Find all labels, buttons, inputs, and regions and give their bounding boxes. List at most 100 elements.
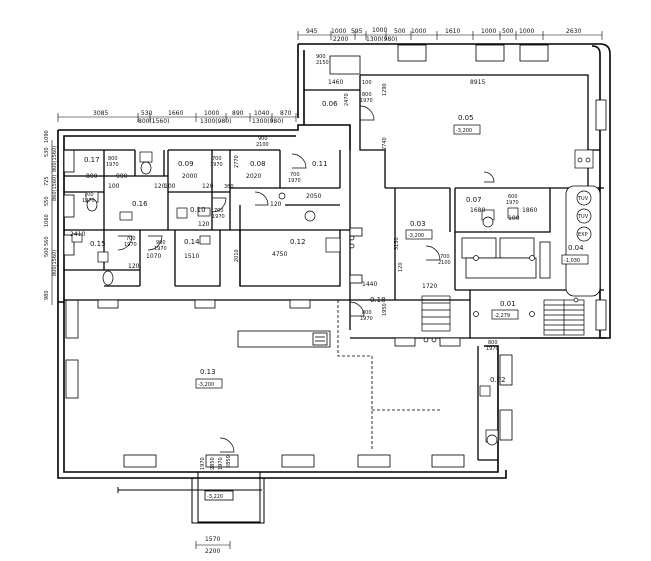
dim-bottom-2200: 2200 [205, 548, 220, 555]
door-2-width: 800 [362, 310, 372, 316]
dim-top-right-2630: 2630 [566, 28, 581, 35]
door-3-height: 1970 [210, 162, 223, 168]
door-0-width: 900 [316, 54, 326, 60]
room-label-0-07: 0.07 [466, 196, 482, 204]
room-label-0-05: 0.05 [458, 114, 474, 122]
door-13-width: 800 [488, 340, 498, 346]
dim-990: 990 [116, 173, 128, 180]
room-label-0-01: 0.01 [500, 300, 516, 308]
dim-1680: 1680 [470, 207, 485, 214]
dim-left-980: 980 [44, 290, 50, 300]
door-4-width: 700 [290, 172, 300, 178]
dim-120-f: 120 [398, 262, 404, 272]
dim-2050: 2050 [306, 193, 321, 200]
door-5-height: 1970 [212, 214, 225, 220]
dim-left-800b: 800(1560) [52, 250, 58, 276]
dim-1720: 1720 [422, 283, 437, 290]
door-7-height: 1970 [154, 246, 167, 252]
room-label-0-11: 0.11 [312, 160, 328, 168]
room-label-0-17: 0.17 [84, 156, 100, 164]
bottom-dimension-lines [195, 541, 231, 549]
dim-left-725: 725 [44, 176, 50, 186]
door-10-width: 800 [108, 156, 118, 162]
door-5-width: 700 [214, 208, 224, 214]
dim-3150: 3150 [394, 237, 400, 250]
door-1-height: 1970 [360, 98, 373, 104]
dim-top-right-1000c: 1000 [411, 28, 426, 35]
entrance-level: -3,220 [207, 494, 223, 500]
dim-1950: 1950 [382, 303, 388, 316]
level-box-0-01 [491, 309, 519, 320]
dim-4750: 4750 [272, 251, 287, 258]
level-0-13: -3,200 [198, 382, 214, 388]
dim-top-right-1000a: 1000 [331, 28, 346, 35]
dim-top-right-1000d: 1000 [481, 28, 496, 35]
dim-top-left-1040: 1040 [254, 110, 269, 117]
door-13-height: 1970 [486, 346, 499, 352]
door-9-width: 700 [440, 254, 450, 260]
door-6-height: 1970 [82, 198, 95, 204]
dim-left-860: 860(1560) [52, 175, 58, 201]
door-0-height: 2150 [316, 60, 329, 66]
door-8-height: 1970 [124, 242, 137, 248]
level-0-04: -1,030 [564, 258, 580, 264]
dim-top-left-1300a: 1300(980) [200, 118, 231, 125]
room-label-0-02: 0.02 [490, 376, 506, 384]
dim-2010: 2010 [234, 249, 240, 262]
dim-120-d: 120 [128, 263, 140, 270]
dim-left-530: 530 [44, 147, 50, 157]
dim-100-c: 100 [164, 183, 176, 190]
entrance-level-box [204, 490, 234, 501]
dim-120-e: 120 [154, 183, 166, 190]
top-dimension-lines [57, 31, 603, 122]
stair-2850: 2850 [210, 457, 216, 470]
room-label-0-06: 0.06 [322, 100, 338, 108]
door-6-width: 700 [84, 192, 94, 198]
entrance-vestibule [117, 471, 265, 524]
room-label-0-03: 0.03 [410, 220, 426, 228]
tuv-label-1: TUV [577, 196, 589, 202]
stair-1970a: 1970 [200, 457, 206, 470]
dim-100-b: 100 [108, 183, 120, 190]
level-0-05: -3,200 [456, 128, 472, 134]
door-2-height: 1970 [360, 316, 373, 322]
dim-bottom-1570: 1570 [205, 536, 220, 543]
dim-top-left-890: 890 [232, 110, 244, 117]
level-box-0-13 [195, 378, 223, 389]
tuv-tank-1 [576, 190, 592, 206]
dim-2000: 2000 [182, 173, 197, 180]
dim-1290: 1290 [382, 83, 388, 96]
door-9-height: 2100 [438, 260, 451, 266]
door-10-height: 1970 [106, 162, 119, 168]
door-12-height: 2100 [256, 142, 269, 148]
door-8-width: 700 [126, 236, 136, 242]
dashed-partition [337, 300, 440, 450]
door-12-width: 900 [258, 136, 268, 142]
drain-points [349, 235, 579, 343]
dim-left-500: 500 [44, 247, 50, 257]
dim-top-right-500a: 500 [394, 28, 406, 35]
dim-top-left-1660: 1660 [168, 110, 183, 117]
room-label-0-18: 0.18 [370, 296, 386, 304]
dim-120-a: 120 [202, 183, 214, 190]
stair-1970b: 1970 [218, 457, 224, 470]
stairs-0-01 [421, 295, 585, 336]
internal-walls [64, 74, 604, 461]
dim-2470: 2470 [344, 93, 350, 106]
dim-top-right-595: 595 [351, 28, 363, 35]
dim-top-left-530: 530 [141, 110, 153, 117]
door-11-width: 600 [508, 194, 518, 200]
dim-top-left-1300b: 1300(980) [252, 118, 283, 125]
bar-counter [237, 330, 331, 348]
dim-top-right-500b: 500 [502, 28, 514, 35]
structural-pillars [97, 227, 461, 347]
dim-top-right-1000e: 1000 [519, 28, 534, 35]
dim-top-right-945: 945 [306, 28, 318, 35]
dim-left-550: 550 [44, 196, 50, 206]
dim-100-top: 100 [362, 80, 372, 86]
door-1-width: 800 [362, 92, 372, 98]
dim-2740: 2740 [382, 137, 388, 150]
outer-walls [57, 43, 611, 479]
dim-top-left-870: 870 [280, 110, 292, 117]
dim-1460: 1460 [328, 79, 343, 86]
